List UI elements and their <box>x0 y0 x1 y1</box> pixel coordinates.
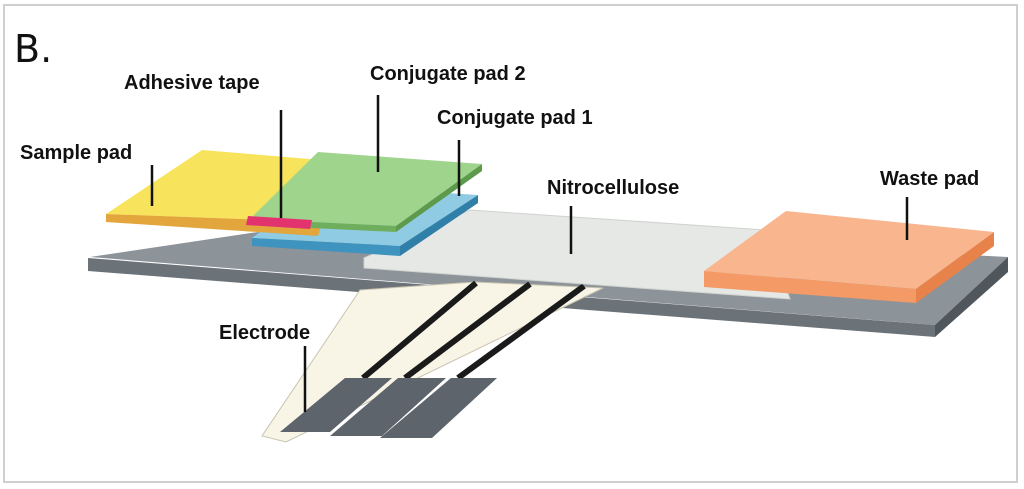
electrode-line-1 <box>361 280 478 381</box>
waste-pad-front <box>704 271 916 303</box>
electrode-contact-3 <box>380 378 497 438</box>
label-adhesive-tape: Adhesive tape <box>124 72 260 94</box>
label-electrode: Electrode <box>219 322 310 344</box>
backing-card-side <box>935 257 1008 337</box>
waste-pad-top <box>704 211 994 289</box>
waste-pad-side <box>916 232 994 303</box>
electrode-contact-2 <box>330 378 446 436</box>
conjugate-pad-2-top <box>250 152 482 226</box>
label-conjugate-pad-1: Conjugate pad 1 <box>437 107 593 129</box>
adhesive-tape <box>246 216 312 229</box>
electrode-contact-1 <box>280 378 392 432</box>
sample-pad-edge <box>106 214 322 236</box>
label-nitrocellulose: Nitrocellulose <box>547 177 679 199</box>
label-sample-pad: Sample pad <box>20 142 132 164</box>
conjugate-pad-2-side <box>396 164 482 232</box>
label-conjugate-pad-2: Conjugate pad 2 <box>370 63 526 85</box>
electrode-line-3 <box>456 283 586 381</box>
conjugate-pad-1-side <box>400 195 478 256</box>
electrode-line-2 <box>403 281 532 381</box>
conjugate-pad-1-edge <box>252 238 400 256</box>
panel-label: B. <box>14 27 52 71</box>
label-waste-pad: Waste pad <box>880 168 979 190</box>
